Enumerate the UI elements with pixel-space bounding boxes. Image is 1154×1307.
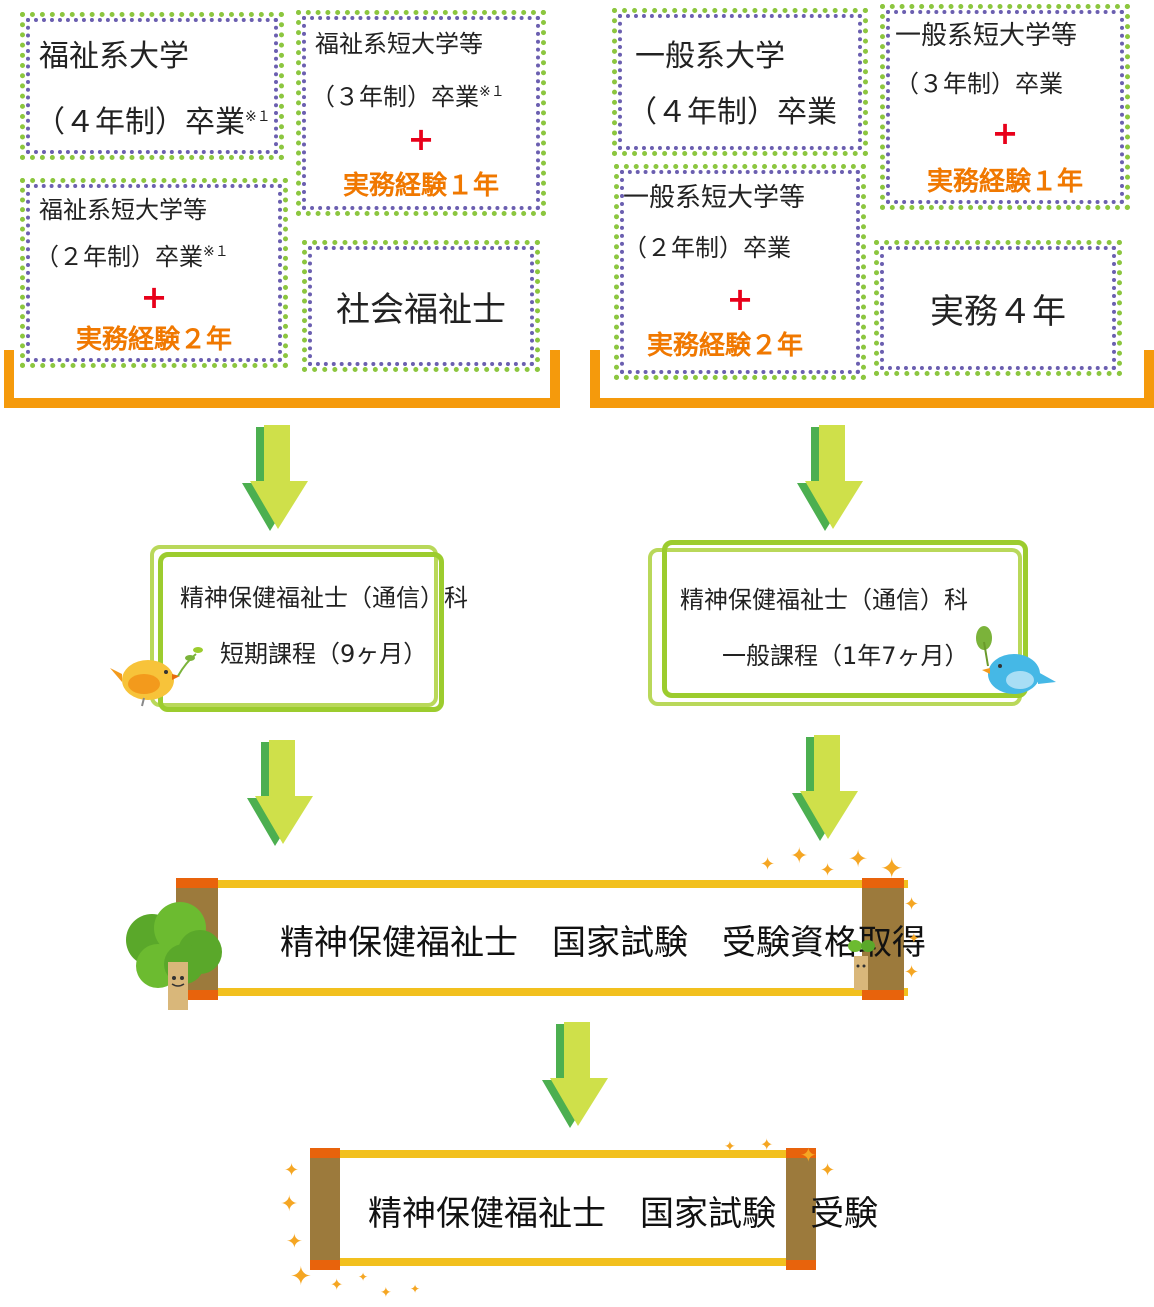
left-box2-plus: + <box>407 120 435 158</box>
banner-post-cap <box>862 878 904 888</box>
right-box3-line2: （２年制）卒業 <box>623 234 791 262</box>
banner-post-cap <box>310 1148 340 1158</box>
left-box-welfare-junior-2yr: 福祉系短大学等 （２年制）卒業※１ + 実務経験２年 <box>20 178 288 368</box>
course-right-line2: 一般課程（1年7ヶ月） <box>722 642 969 670</box>
banner-post-cap <box>786 1260 816 1270</box>
sparkle-icon: ✦ <box>820 1160 836 1181</box>
banner-post-cap <box>176 990 218 1000</box>
sparkle-icon: ✦ <box>790 844 809 869</box>
banner-post-cap <box>862 990 904 1000</box>
right-box-general-university: 一般系大学 （４年制）卒業 <box>612 8 868 156</box>
sparkle-icon: ✦ <box>410 1282 421 1296</box>
banner-exam <box>318 1150 806 1266</box>
right-box3-plus: + <box>726 280 754 318</box>
left-box1-line2-wrap: （４年制）卒業※１ <box>35 87 271 153</box>
course-left-back-frame <box>150 545 438 707</box>
sparkle-icon: ✦ <box>290 1262 312 1292</box>
course-right-line1: 精神保健福祉士（通信）科 <box>680 586 968 614</box>
right-box2-experience: 実務経験１年 <box>926 167 1083 197</box>
arrow-down-icon <box>797 425 863 531</box>
sparkle-icon: ✦ <box>380 1285 392 1301</box>
left-box-social-worker: 社会福祉士 <box>302 240 540 372</box>
left-box3-note: ※１ <box>203 244 229 260</box>
sparkle-icon: ✦ <box>760 1135 774 1154</box>
left-box2-line2-wrap: （３年制）卒業※１ <box>311 69 505 120</box>
right-box2-plus: + <box>991 114 1019 152</box>
banner-qualification-label: 精神保健福祉士 国家試験 受験資格取得 <box>280 923 926 963</box>
right-group-bracket <box>590 350 1154 408</box>
right-box2-line1: 一般系短大学等 <box>895 21 1078 51</box>
banner-post-cap <box>786 1148 816 1158</box>
sparkle-icon: ✦ <box>904 962 920 983</box>
banner-qualification-right-post <box>862 880 904 998</box>
banner-qualification <box>182 880 908 996</box>
left-box1-line1: 福祉系大学 <box>39 39 189 74</box>
sparkle-icon: ✦ <box>880 852 904 885</box>
sparkle-icon: ✦ <box>820 860 836 881</box>
banner-post-cap <box>310 1260 340 1270</box>
left-group-bracket <box>4 350 560 408</box>
course-right-box <box>662 540 1028 698</box>
left-box1-line2: （４年制）卒業 <box>35 105 245 140</box>
right-box3-experience: 実務経験２年 <box>646 331 803 361</box>
right-box-general-junior-3yr: 一般系短大学等 （３年制）卒業 + 実務経験１年 <box>880 4 1130 210</box>
course-right-back-frame <box>648 548 1022 706</box>
right-box1-line1: 一般系大学 <box>635 39 785 74</box>
left-box-welfare-university: 福祉系大学 （４年制）卒業※１ <box>20 12 284 160</box>
left-box2-line1: 福祉系短大学等 <box>315 30 483 58</box>
arrow-down-icon <box>542 1022 608 1128</box>
left-box2-note: ※１ <box>479 84 505 100</box>
sparkle-icon: ✦ <box>904 894 920 915</box>
sprout-icon <box>848 940 875 990</box>
left-box2-experience: 実務経験１年 <box>342 171 499 201</box>
right-box3-line1: 一般系短大学等 <box>623 183 806 213</box>
yellow-bird-icon <box>110 647 203 707</box>
course-left-line2: 短期課程（9ヶ月） <box>220 640 428 668</box>
banner-exam-right-post <box>786 1150 816 1268</box>
sparkle-icon: ✦ <box>358 1270 369 1284</box>
right-box4-label: 実務４年 <box>930 291 1066 332</box>
right-box-work-4yr: 実務４年 <box>874 240 1122 376</box>
sparkle-icon: ✦ <box>284 1160 300 1181</box>
sparkle-icon: ✦ <box>760 854 776 875</box>
sparkle-icon: ✦ <box>848 845 869 873</box>
sparkle-icon: ✦ <box>280 1192 299 1217</box>
sparkle-icon: ✦ <box>724 1139 736 1155</box>
left-box3-line2-wrap: （２年制）卒業※１ <box>35 229 229 280</box>
banner-exam-left-post <box>310 1150 340 1268</box>
right-box1-line2: （４年制）卒業 <box>627 95 837 130</box>
left-box-welfare-junior-3yr: 福祉系短大学等 （３年制）卒業※１ + 実務経験１年 <box>296 10 546 216</box>
course-left-box <box>158 552 444 712</box>
left-box3-plus: + <box>140 278 168 316</box>
banner-post-cap <box>176 878 218 888</box>
sparkle-icon: ✦ <box>908 931 920 947</box>
arrow-down-icon <box>792 735 858 841</box>
blue-bird-icon <box>976 626 1056 694</box>
left-box3-line2: （２年制）卒業 <box>35 243 203 271</box>
left-box1-note: ※１ <box>245 109 271 125</box>
course-left-line1: 精神保健福祉士（通信）科 <box>180 584 468 612</box>
left-box2-line2: （３年制）卒業 <box>311 83 479 111</box>
sparkle-icon: ✦ <box>330 1275 344 1294</box>
sparkle-icon: ✦ <box>286 1229 303 1253</box>
arrow-down-icon <box>242 425 308 531</box>
right-box2-line2: （３年制）卒業 <box>895 70 1063 98</box>
left-box4-label: 社会福祉士 <box>336 289 506 330</box>
left-box3-experience: 実務経験２年 <box>75 325 232 355</box>
banner-exam-label: 精神保健福祉士 国家試験 受験 <box>368 1194 878 1234</box>
sparkle-icon: ✦ <box>800 1143 817 1167</box>
right-box-general-junior-2yr: 一般系短大学等 （２年制）卒業 + 実務経験２年 <box>614 164 866 380</box>
left-box3-line1: 福祉系短大学等 <box>39 196 207 224</box>
tree-icon <box>126 902 222 1010</box>
arrow-down-icon <box>247 740 313 846</box>
